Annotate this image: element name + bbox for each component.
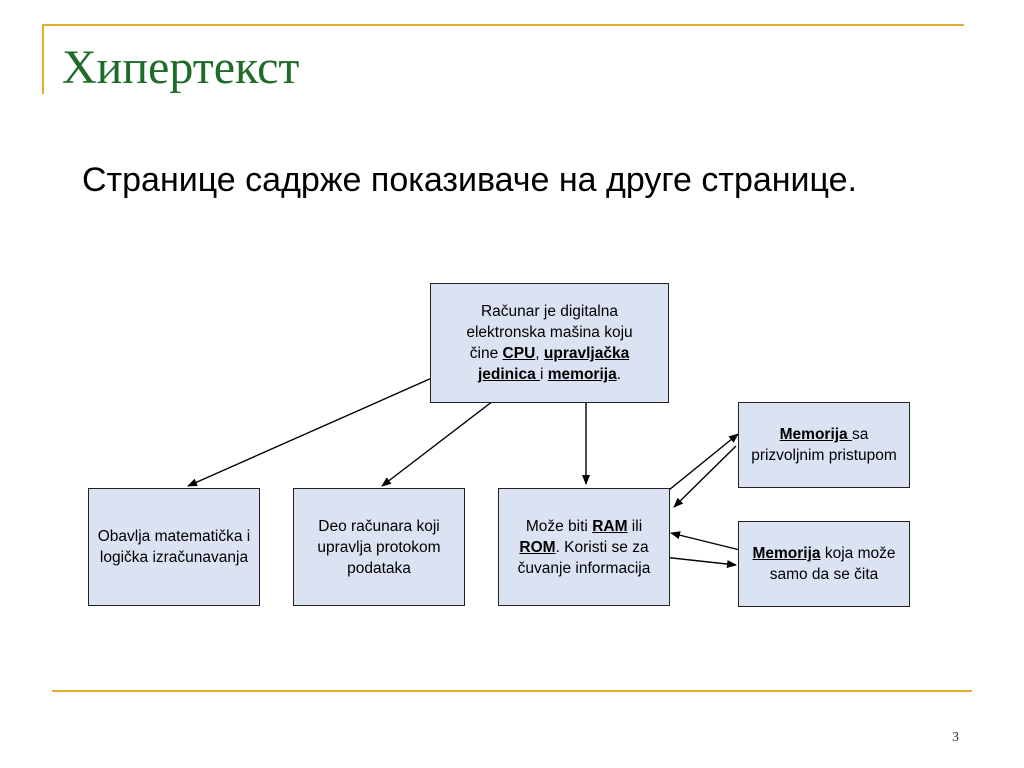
root-end: .	[616, 366, 621, 383]
left-rule	[42, 24, 44, 94]
ram-description-text: sa prizvoljnim pristupom	[751, 426, 897, 464]
memory-text-pre: Može biti	[525, 517, 593, 535]
top-rule	[42, 24, 964, 26]
root-line-1: Računar je digitalna	[480, 303, 618, 320]
memory-text-post: . Koristi se za čuvanje informacija	[517, 538, 651, 577]
control-unit-description-box: Deo računara koji upravlja protokom poda…	[293, 488, 465, 606]
ram-memory-link[interactable]: Memorija	[779, 426, 852, 443]
cpu-description-box: Obavlja matematička i logička izračunava…	[88, 488, 260, 606]
slide-title: Хипертекст	[62, 41, 300, 94]
arrow-cpu-to-alu	[187, 361, 469, 487]
control-unit-description-text: Deo računara koji upravlja protokom poda…	[317, 517, 441, 577]
memory-text-mid: ili	[627, 517, 643, 535]
arrow-ram-box-back	[673, 445, 737, 508]
rom-description-text: koja može samo da se čita	[769, 545, 896, 583]
rom-description-box: Memorija koja može samo da se čita	[738, 521, 910, 607]
memory-description-box: Može biti RAM ili ROM. Koristi se za čuv…	[498, 488, 670, 606]
computer-definition-box: Računar je digitalna elektronska mašina …	[430, 283, 669, 403]
root-line-3: čine	[469, 345, 503, 362]
bottom-rule	[52, 690, 972, 692]
rom-link[interactable]: ROM	[519, 538, 556, 556]
cpu-link[interactable]: CPU	[502, 345, 536, 362]
root-separator-1: ,	[535, 345, 544, 362]
rom-memory-link[interactable]: Memorija	[752, 545, 821, 562]
ram-description-box: Memorija sa prizvoljnim pristupom	[738, 402, 910, 488]
root-separator-2: i	[540, 366, 548, 383]
control-unit-link[interactable]: upravljačka jedinica	[477, 345, 630, 383]
ram-link[interactable]: RAM	[592, 517, 628, 535]
root-line-2: elektronska mašina koju	[466, 324, 633, 341]
memory-link[interactable]: memorija	[547, 366, 617, 383]
slide-subtitle: Странице садрже показиваче на друге стра…	[82, 161, 857, 199]
page-number: 3	[952, 730, 959, 745]
cpu-description-text: Obavlja matematička i logička izračunava…	[97, 528, 251, 566]
